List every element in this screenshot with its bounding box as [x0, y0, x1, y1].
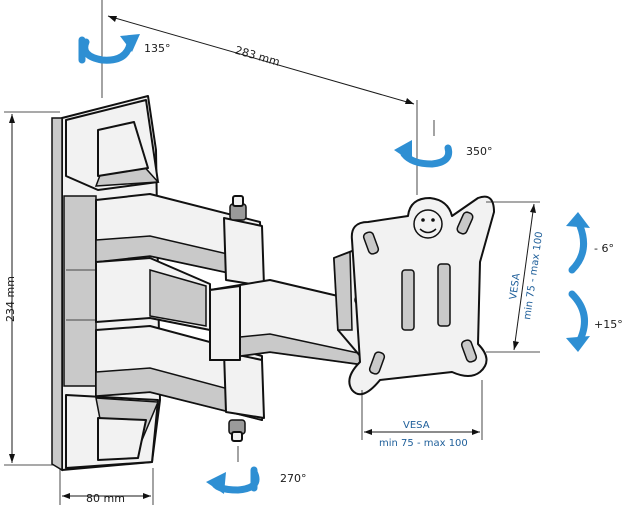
rotate-arrow-icon — [394, 120, 453, 168]
rotation-270-label: 270° — [280, 472, 307, 485]
dimension-234 — [4, 111, 60, 466]
rotation-135-label: 135° — [144, 42, 171, 55]
rotate-arrow-icon — [78, 34, 140, 64]
tilt-down-label: +15° — [594, 318, 623, 331]
tilt-arrow-icon — [566, 290, 590, 352]
upper-arm — [95, 193, 265, 287]
dimension-80 — [59, 468, 154, 505]
rotation-350-label: 350° — [466, 145, 493, 158]
dimension-283 — [101, 0, 418, 195]
wall-plate-width-label: 80 mm — [86, 492, 125, 505]
wall-plate — [51, 95, 161, 472]
tilt-up-label: - 6° — [594, 242, 614, 255]
vesa-plate — [348, 195, 495, 396]
forward-arm — [209, 279, 373, 367]
vesa-vertical-range: min 75 - max 100 — [522, 231, 545, 320]
rotate-arrow-icon — [206, 446, 260, 494]
vesa-horizontal-range: min 75 - max 100 — [379, 438, 468, 449]
smiley-face-icon — [413, 209, 443, 239]
vesa-vertical-label: VESA — [508, 272, 523, 300]
vesa-vertical-dimension — [486, 201, 540, 353]
vesa-horizontal-dimension — [361, 380, 483, 440]
height-label: 234 mm — [4, 276, 17, 322]
tilt-arrow-icon — [566, 212, 590, 274]
elbow-block — [95, 257, 211, 331]
arm-length-label: 283 mm — [234, 44, 282, 69]
vesa-horizontal-label: VESA — [403, 420, 430, 431]
